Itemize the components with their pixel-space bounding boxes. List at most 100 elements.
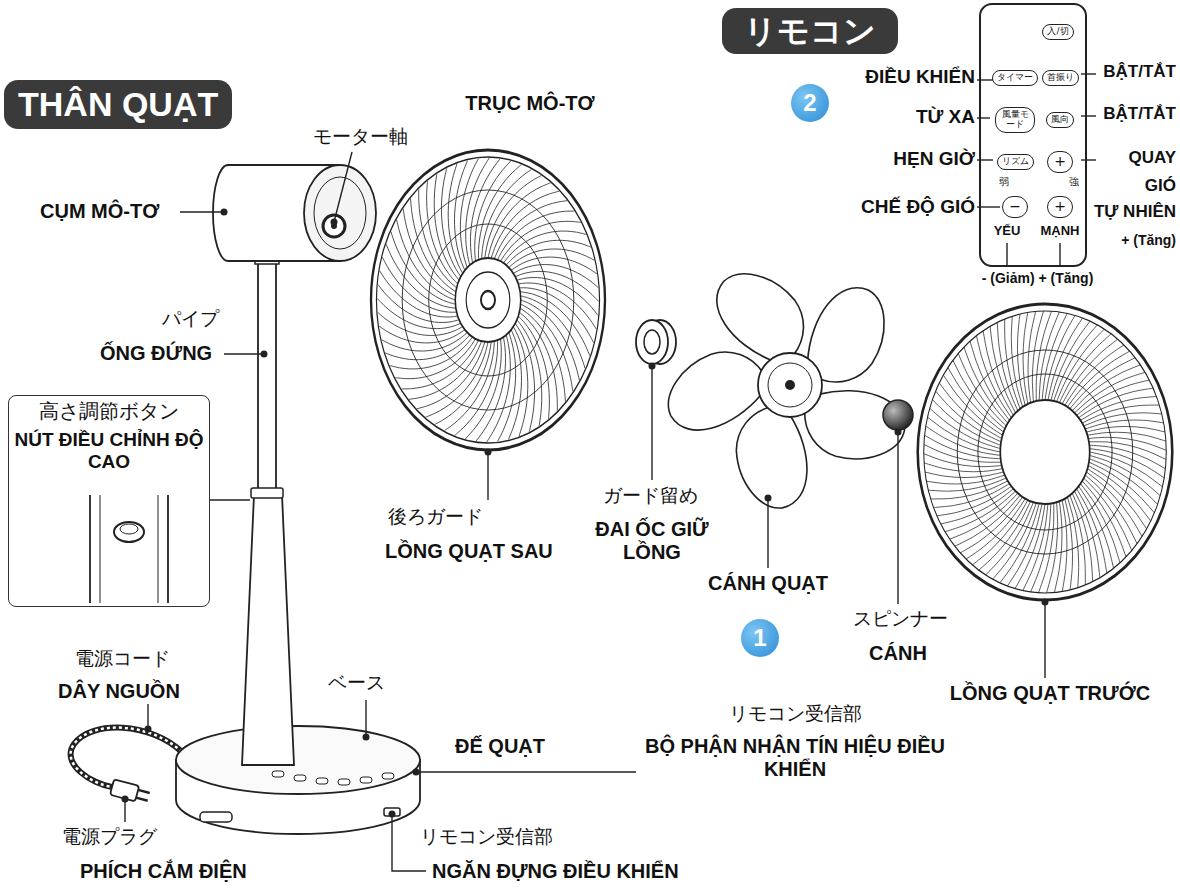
guard-ring — [402, 190, 574, 410]
label-holder: リモコン受信部 — [650, 703, 940, 725]
part-label: モーター軸 — [300, 126, 420, 148]
lower-pole — [242, 495, 294, 765]
node-text: 首振り — [1047, 73, 1074, 83]
leader-line — [487, 452, 488, 500]
leader-dot — [389, 811, 396, 818]
label-holder: 後ろガード — [388, 506, 518, 528]
guard-wire — [1079, 388, 1153, 418]
guard-wire — [1051, 321, 1090, 400]
guard-wire — [958, 353, 1006, 426]
label-holder: ガード留め — [590, 485, 710, 507]
label-holder: ĐẾ QUẠT — [455, 735, 585, 758]
label-holder: BẬT/TẮT — [1088, 62, 1176, 82]
remote-body — [980, 4, 1086, 266]
part-label: BỘ PHẬN NHẬN TÍN HIỆU ĐIỀU KHIỂN — [640, 735, 950, 781]
power-cord — [71, 728, 182, 787]
guard-hub — [455, 258, 521, 342]
leader-line — [1081, 73, 1096, 74]
part-label: BẬT/TẮT — [1088, 104, 1176, 124]
part-label: QUAY — [1088, 148, 1176, 168]
guard-wire — [1089, 445, 1165, 469]
guard-wire — [460, 159, 478, 268]
part-label: 弱 — [994, 176, 1014, 188]
node-text: − — [1007, 199, 1023, 214]
label-holder: 弱 — [994, 176, 1014, 188]
guard-wire — [1072, 365, 1140, 411]
base-button — [316, 778, 328, 784]
part-label: スピンナー — [835, 608, 965, 630]
guard-wire — [1000, 504, 1039, 583]
label-holder: - (Giảm) + (Tăng) — [955, 270, 1120, 286]
remote-button: リズム — [997, 154, 1034, 170]
guard-wire — [519, 312, 557, 411]
guard-wire — [466, 158, 490, 265]
label-holder: NGĂN ĐỰNG ĐIỀU KHIỂN — [432, 860, 732, 883]
guard-wire — [1015, 504, 1045, 589]
guard-wire — [1045, 315, 1075, 400]
node-text: 高さ調節ボタン — [13, 400, 205, 423]
guard-rim — [924, 311, 1167, 593]
power-plug — [110, 779, 151, 804]
base-button — [382, 773, 394, 779]
guard-wire — [976, 336, 1011, 418]
callout-number: 2 — [791, 84, 829, 122]
fan-blades — [668, 260, 915, 515]
guard-wire — [515, 271, 599, 301]
guard-rim — [376, 157, 599, 443]
guard-wire — [1031, 504, 1051, 592]
guard-ring — [957, 350, 1132, 554]
remote-button: 風向 — [1046, 112, 1074, 128]
node-text: + — [1052, 154, 1068, 169]
guard-wire — [390, 337, 473, 369]
guard-wire — [1032, 311, 1043, 402]
guard-wire — [1023, 312, 1028, 404]
base-button — [272, 771, 284, 777]
guard-wire — [403, 209, 455, 296]
guard-wire — [925, 435, 1001, 459]
blade-hub-ring — [768, 363, 812, 407]
part-label: TỰ NHIÊN — [1070, 202, 1176, 222]
guard-wire — [498, 332, 516, 441]
label-holder: TỰ NHIÊN — [1070, 202, 1176, 222]
remote-button: タイマー — [992, 70, 1038, 86]
guard-wire — [1067, 351, 1129, 407]
part-label: 電源コード — [75, 648, 205, 670]
front-guard — [918, 304, 1173, 600]
spinner — [883, 400, 913, 430]
part-label: LỒNG QUẠT TRƯỚC — [930, 682, 1170, 705]
leader-line — [1081, 159, 1096, 160]
guard-wire — [1077, 489, 1107, 573]
part-label: GIÓ — [1088, 176, 1176, 196]
guard-wire — [1080, 397, 1156, 421]
label-holder: パイプ — [150, 308, 230, 330]
guard-wire — [520, 308, 565, 401]
guard-wire — [970, 341, 1009, 420]
guard-wire — [478, 165, 521, 260]
guard-wire — [382, 257, 456, 312]
fan-blade — [668, 350, 763, 432]
leader-dot — [122, 796, 129, 803]
guard-wire — [930, 408, 1001, 448]
guard-hub-core — [481, 291, 495, 309]
guard-nut-hole — [644, 330, 660, 354]
guard-wire — [983, 331, 1013, 415]
guard-wire — [937, 486, 1011, 516]
leader-dot — [261, 351, 268, 358]
guard-wire — [934, 484, 1010, 508]
part-label: CHẾ ĐỘ GIÓ — [810, 196, 975, 218]
guard-wire — [1072, 493, 1092, 581]
leader-dot — [363, 734, 370, 741]
label-holder: スピンナー — [835, 608, 965, 630]
label-holder: 強 — [1064, 176, 1084, 188]
leader-line — [1044, 602, 1045, 678]
part-label: ỐNG ĐỨNG — [100, 342, 240, 365]
label-holder: BẬT/TẮT — [1088, 104, 1176, 124]
guard-wire — [417, 342, 485, 409]
leader-dot — [331, 219, 338, 226]
motor-shaft — [323, 215, 345, 237]
guard-wire — [519, 288, 593, 343]
label-holder: CỤM MÔ-TƠ — [40, 200, 200, 223]
part-label: - (Giảm) + (Tăng) — [955, 270, 1120, 286]
